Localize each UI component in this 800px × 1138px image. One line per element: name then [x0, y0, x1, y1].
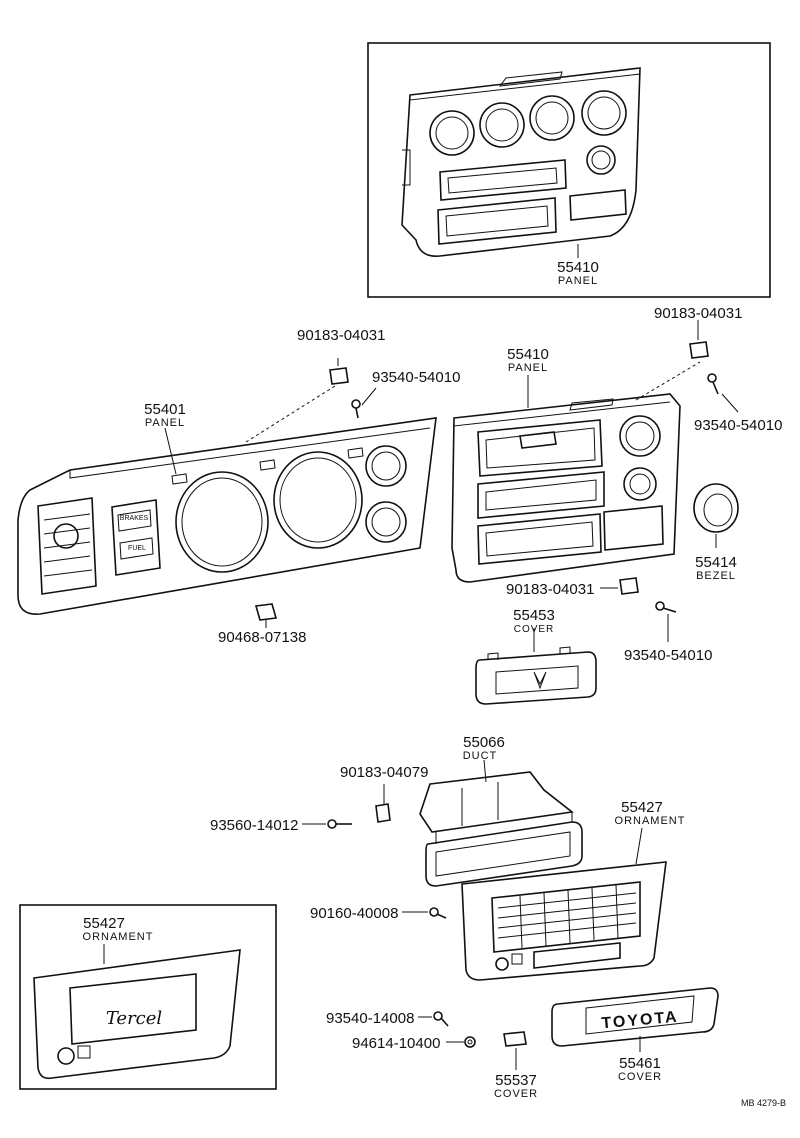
part-name-55401: PANEL — [145, 417, 185, 429]
tercel-script-emblem: Tercel — [106, 1008, 163, 1029]
duct-55066-drawing — [419, 771, 583, 887]
clip-90183-04031-right — [689, 341, 709, 359]
ornament-55427-drawing — [461, 861, 667, 981]
clip-90183-04031-middle — [619, 577, 639, 595]
part-number-94614-10400: 94614-10400 — [352, 1035, 440, 1052]
cover-55537-drawing — [503, 1031, 527, 1047]
inset-frame-bottom — [19, 904, 277, 1090]
part-number-90183-04079: 90183-04079 — [340, 764, 428, 781]
part-number-93540-54010-right: 93540-54010 — [694, 417, 782, 434]
part-number-90183-04031-middle: 90183-04031 — [506, 581, 594, 598]
part-number-55453: 55453 — [513, 607, 555, 624]
screw-93540-54010-left — [351, 399, 361, 419]
inset-frame-top — [367, 42, 771, 298]
leader-55401 — [164, 427, 177, 475]
leader-55066 — [483, 759, 487, 783]
nut-94614-10400 — [464, 1036, 476, 1048]
part-number-93540-14008: 93540-14008 — [326, 1010, 414, 1027]
part-name-55066: DUCT — [463, 750, 498, 762]
part-number-55401: 55401 — [144, 401, 186, 418]
panel-55410-drawing — [451, 393, 681, 583]
part-number-55427-inset: 55427 — [83, 915, 125, 932]
bezel-55414 — [693, 483, 739, 533]
brakes-lamp-label: BRAKES — [120, 515, 149, 522]
part-number-93560-14012: 93560-14012 — [210, 817, 298, 834]
part-name-55410-inset: PANEL — [558, 275, 598, 287]
part-number-55427-main: 55427 — [621, 799, 663, 816]
part-name-55453: COVER — [514, 624, 555, 635]
part-number-55410-inset: 55410 — [557, 259, 599, 276]
part-number-90183-04031-right: 90183-04031 — [654, 305, 742, 322]
toyota-emblem: TOYOTA — [601, 1009, 679, 1033]
part-number-90160-40008: 90160-40008 — [310, 905, 398, 922]
part-number-93540-54010-middle: 93540-54010 — [624, 647, 712, 664]
screw-93540-54010-right — [707, 373, 719, 395]
cover-55461-drawing — [551, 987, 719, 1047]
part-name-55427-inset: ORNAMENT — [83, 931, 154, 943]
part-name-55410-main: PANEL — [508, 362, 548, 374]
part-number-90183-04031-left: 90183-04031 — [297, 327, 385, 344]
leader-93540-left — [361, 387, 377, 406]
inset-panel-55410-drawing — [401, 67, 641, 257]
part-number-55414: 55414 — [695, 554, 737, 571]
part-name-55414: BEZEL — [696, 570, 736, 582]
screw-90160-40008 — [429, 907, 447, 919]
part-name-55461: COVER — [618, 1071, 662, 1083]
part-number-55461: 55461 — [619, 1055, 661, 1072]
part-name-55427-main: ORNAMENT — [615, 815, 686, 827]
panel-55401-drawing — [17, 417, 437, 615]
screw-93540-14008 — [433, 1011, 449, 1027]
part-number-55066: 55066 — [463, 734, 505, 751]
leader-55427-main — [635, 827, 643, 865]
part-number-55410-main: 55410 — [507, 346, 549, 363]
cover-55453-drawing — [475, 646, 597, 705]
leader-93540-right — [721, 393, 739, 413]
screw-93560-14012 — [327, 819, 352, 829]
clip-90183-04031-left — [329, 367, 349, 385]
part-number-90468-07138: 90468-07138 — [218, 629, 306, 646]
dashed-leader-right — [635, 361, 701, 401]
part-number-93540-54010-left: 93540-54010 — [372, 369, 460, 386]
inset-ornament-55427-drawing — [33, 949, 241, 1080]
clip-90468-07138 — [254, 603, 278, 621]
part-name-55537: COVER — [494, 1088, 538, 1100]
drawing-code: MB 4279-B — [741, 1098, 786, 1108]
part-number-55537: 55537 — [495, 1072, 537, 1089]
screw-93540-54010-middle — [655, 601, 677, 613]
fuel-lamp-label: FUEL — [128, 545, 146, 552]
clip-90183-04079 — [375, 803, 391, 823]
